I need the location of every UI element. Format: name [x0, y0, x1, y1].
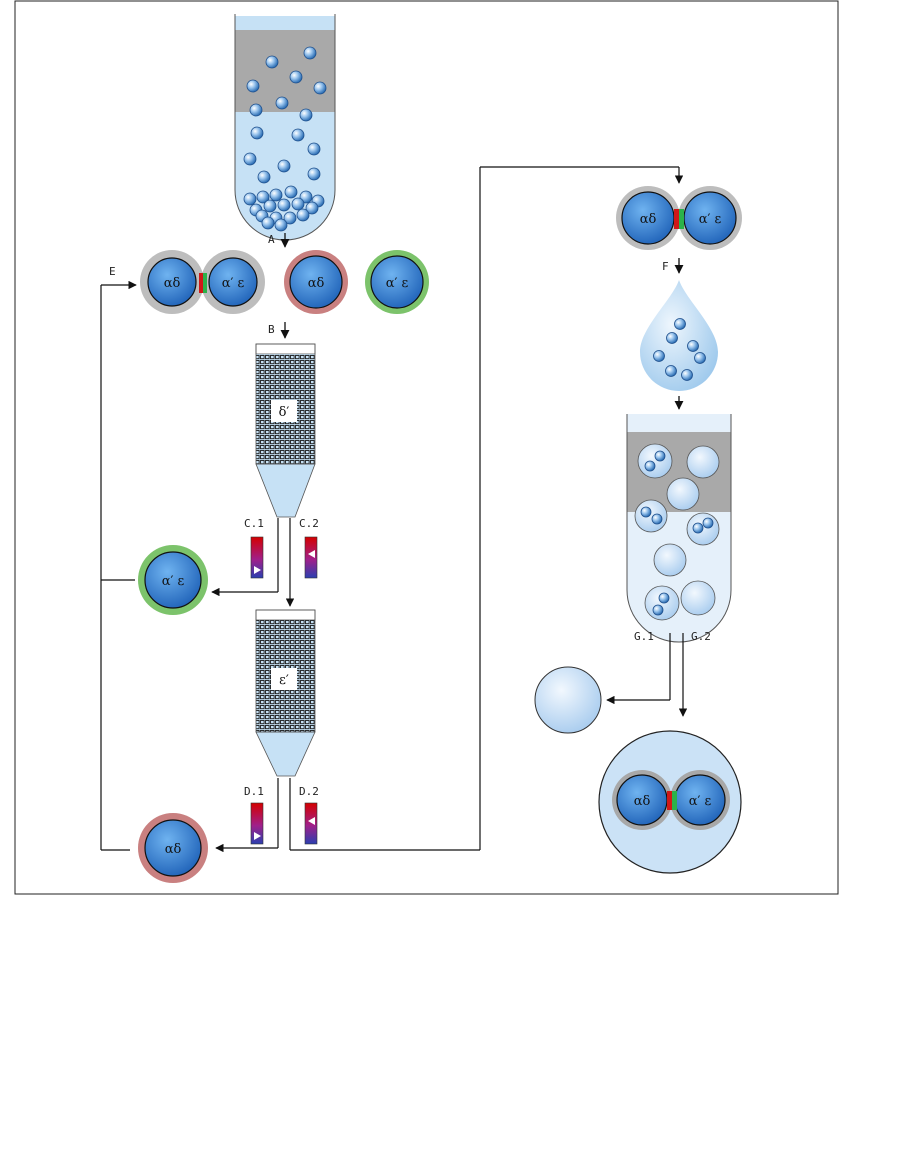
- bead: [244, 153, 256, 165]
- bead: [308, 143, 320, 155]
- bead: [675, 319, 686, 330]
- bead: [262, 217, 274, 229]
- bead: [275, 219, 287, 231]
- emulsion-bubble: [667, 478, 699, 510]
- bead: [682, 370, 693, 381]
- cell-label-ae-green: α′ ε: [386, 276, 409, 291]
- emulsion-bubble: [635, 500, 667, 532]
- cell-label-ad-red: αδ: [308, 276, 325, 291]
- column-epsilon: ε′: [256, 610, 315, 776]
- bead: [314, 82, 326, 94]
- bead: [270, 189, 282, 201]
- bead: [276, 97, 288, 109]
- cell-label-ad-out: αδ: [165, 842, 182, 857]
- bead: [655, 451, 665, 461]
- column-label-e-prime: ε′: [279, 673, 289, 688]
- bead: [667, 333, 678, 344]
- empty-droplet: [535, 667, 601, 733]
- bead: [292, 198, 304, 210]
- bead: [666, 366, 677, 377]
- gauge-c1: [251, 537, 263, 578]
- bead: [266, 56, 278, 68]
- cell-ae-output: α′ ε: [138, 545, 208, 615]
- cell-label-ae-final: α′ ε: [689, 794, 712, 809]
- bead: [641, 507, 651, 517]
- emulsion-bubble: [687, 446, 719, 478]
- gauge-d1: [251, 803, 263, 844]
- bead: [654, 351, 665, 362]
- label-g2: G.2: [691, 630, 711, 643]
- bead: [251, 127, 263, 139]
- bead: [258, 171, 270, 183]
- bead: [304, 47, 316, 59]
- cell-pair-selected: αδ α′ ε: [616, 186, 742, 250]
- cell-label-ad: αδ: [164, 276, 181, 291]
- emulsion-bubble: [681, 581, 715, 615]
- droplet: [640, 280, 718, 391]
- bead: [292, 129, 304, 141]
- cell-label-ae-sel: α′ ε: [699, 212, 722, 227]
- label-d1: D.1: [244, 785, 264, 798]
- bead: [285, 186, 297, 198]
- column-label-d-prime: δ′: [279, 405, 290, 420]
- bead: [693, 523, 703, 533]
- column-delta: δ′: [256, 344, 315, 517]
- bead: [290, 71, 302, 83]
- cell-ad-output: αδ: [138, 813, 208, 883]
- label-d2: D.2: [299, 785, 319, 798]
- bead: [659, 593, 669, 603]
- bead: [703, 518, 713, 528]
- bead: [247, 80, 259, 92]
- bead: [300, 109, 312, 121]
- emulsion-bubble: [654, 544, 686, 576]
- cell-pair-bound: αδ α′ ε: [140, 250, 265, 314]
- bead: [695, 353, 706, 364]
- label-e: E: [109, 265, 116, 278]
- bead: [688, 341, 699, 352]
- label-b: B: [268, 323, 275, 336]
- label-g1: G.1: [634, 630, 654, 643]
- bead: [278, 160, 290, 172]
- label-c2: C.2: [299, 517, 319, 530]
- bead: [278, 199, 290, 211]
- cell-label-ae-out: α′ ε: [162, 574, 185, 589]
- bead: [645, 461, 655, 471]
- gauge-d2: [305, 803, 317, 844]
- bead: [653, 605, 663, 615]
- gauge-c2: [305, 537, 317, 578]
- emulsion-bubble: [638, 444, 672, 478]
- bead: [308, 168, 320, 180]
- cell-label-ae: α′ ε: [222, 276, 245, 291]
- cell-label-ad-sel: αδ: [640, 212, 657, 227]
- bead: [297, 209, 309, 221]
- bead: [250, 104, 262, 116]
- label-a: A: [268, 233, 275, 246]
- label-c1: C.1: [244, 517, 264, 530]
- cell-label-ad-final: αδ: [634, 794, 651, 809]
- bead: [652, 514, 662, 524]
- cell-ad-red: αδ: [284, 250, 348, 314]
- cell-ae-green: α′ ε: [365, 250, 429, 314]
- tube-initial: [235, 14, 335, 240]
- tube-emulsion: [627, 414, 731, 642]
- bead: [264, 200, 276, 212]
- label-f: F: [662, 260, 669, 273]
- bead: [244, 193, 256, 205]
- droplet-with-pair: αδ α′ ε: [599, 731, 741, 873]
